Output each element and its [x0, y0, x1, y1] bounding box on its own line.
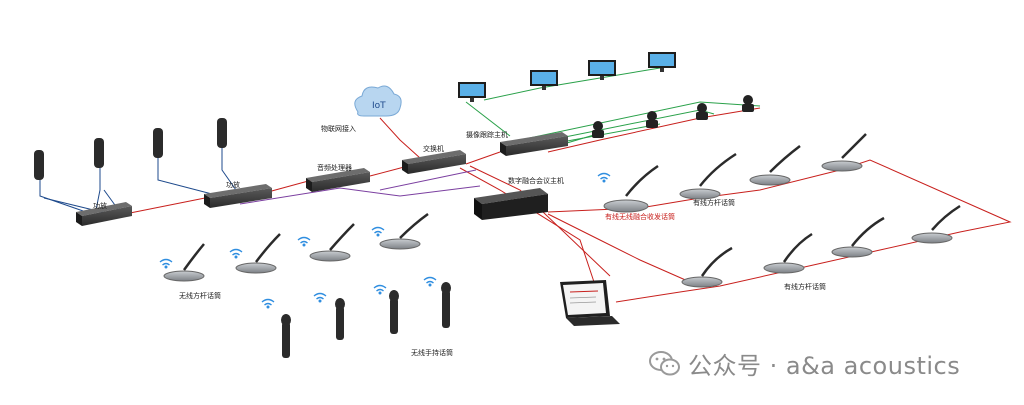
mic-icon [163, 243, 205, 282]
video-cables [465, 67, 761, 149]
wired-wireless-mic-label: 有线无线融合收发话筒 [605, 213, 675, 221]
mic-icon [763, 232, 813, 274]
conference-host-label: 数字融合会议主机 [508, 177, 564, 185]
mic-icon [749, 145, 801, 186]
camera-icon [646, 111, 658, 128]
conference-host [474, 188, 548, 220]
rack-devices [76, 132, 568, 226]
wifi-icon [159, 258, 173, 269]
iot-access-label: 物联网接入 [321, 125, 356, 133]
monitor-icon [648, 52, 676, 72]
watermark: 公众号 · a&a acoustics [648, 346, 960, 381]
camera-icon [696, 103, 708, 120]
audio-processor [306, 168, 370, 192]
amplifier-1 [76, 202, 132, 226]
handheld-mic-icon [389, 290, 399, 334]
ptz-cameras [592, 95, 754, 138]
mic-icon [235, 233, 281, 274]
mic-icon [309, 223, 355, 262]
handheld-mic-icon [335, 298, 345, 340]
speaker-icon [94, 138, 104, 168]
handheld-mic-icon [441, 282, 451, 328]
amplifier-1-label: 功放 [93, 202, 107, 210]
wifi-icon [313, 292, 327, 303]
mic-icon [681, 246, 733, 288]
iot-label: IoT [372, 101, 386, 111]
mic-icon [821, 133, 867, 172]
network-cables [239, 169, 481, 205]
monitor-icon [530, 70, 558, 90]
monitor-icon [588, 60, 616, 80]
wired-mic-label-lower: 有线方杆话筒 [784, 283, 826, 291]
conference-mics [163, 133, 961, 288]
camera-icon [592, 121, 604, 138]
mic-icon [379, 212, 429, 250]
wifi-icon [371, 226, 385, 237]
mic-icon [603, 164, 659, 213]
iot-cloud: IoT [354, 85, 402, 117]
camera-host-label: 摄像跟踪主机 [466, 131, 508, 139]
speaker-icon [153, 128, 163, 158]
amplifier-2-label: 功放 [226, 181, 240, 189]
speaker-cables [39, 138, 237, 215]
watermark-text: 公众号 · a&a acoustics [688, 352, 961, 380]
handheld-mic-icon [281, 314, 291, 358]
handheld-mics [281, 282, 451, 358]
wifi-icon [261, 298, 275, 309]
wireless-mic-label: 无线方杆话筒 [179, 292, 221, 300]
speaker-icon [217, 118, 227, 148]
wifi-icons [159, 172, 611, 309]
mic-icon [831, 216, 885, 258]
mic-icon [911, 204, 961, 244]
wireless-handheld-label: 无线手持话筒 [411, 349, 453, 357]
wifi-icon [373, 284, 387, 295]
wechat-icon [649, 350, 680, 375]
speakers [34, 118, 227, 180]
mic-icon [679, 152, 737, 200]
tablet [560, 280, 620, 326]
wired-mic-label-upper: 有线方杆话筒 [693, 199, 735, 207]
wifi-icon [423, 276, 437, 287]
speaker-icon [34, 150, 44, 180]
wifi-icon [597, 172, 611, 183]
monitor-icon [458, 82, 486, 102]
camera-icon [742, 95, 754, 112]
switch-label: 交换机 [423, 145, 444, 153]
network-switch [402, 150, 466, 174]
amplifier-2 [204, 184, 272, 208]
camera-tracking-host [500, 132, 568, 156]
wifi-icon [297, 236, 311, 247]
monitors [458, 52, 676, 102]
audio-processor-label: 音频处理器 [317, 164, 352, 172]
wifi-icon [229, 248, 243, 259]
